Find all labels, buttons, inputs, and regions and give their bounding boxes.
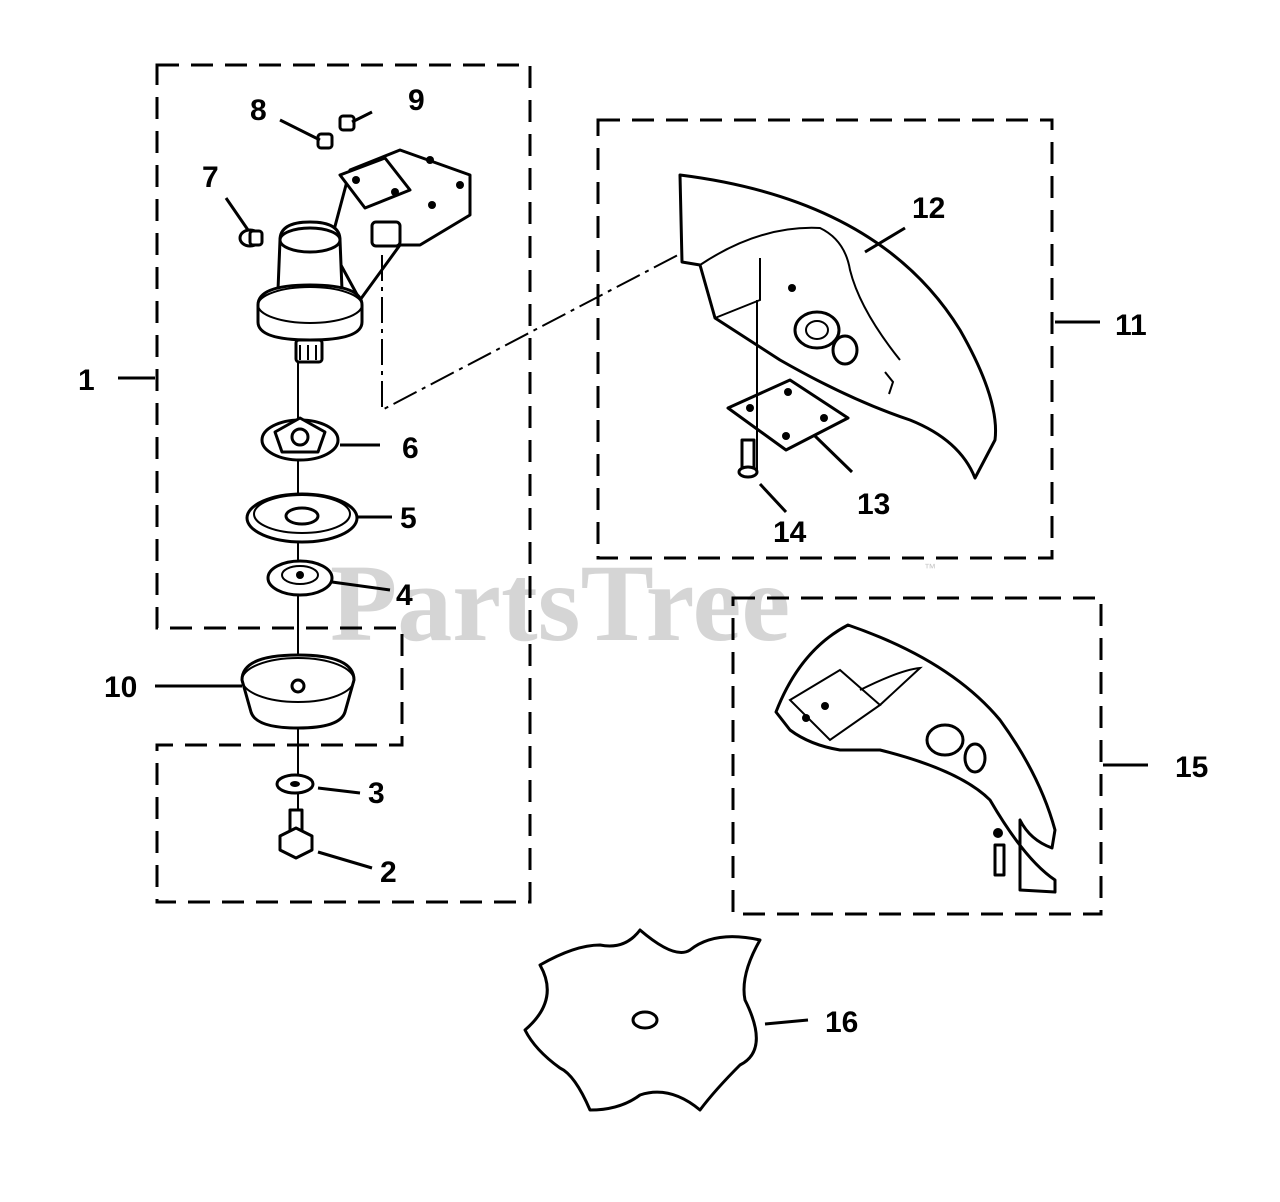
callout-8: 8 — [250, 94, 267, 127]
group-box-1 — [155, 63, 532, 904]
plate-13 — [726, 300, 850, 470]
cap-10 — [240, 653, 356, 730]
callout-14: 14 — [773, 516, 807, 549]
callout-11: 11 — [1115, 309, 1147, 342]
screw-9 — [338, 114, 356, 132]
callout-16: 16 — [825, 1006, 858, 1039]
gear-head-assembly — [256, 148, 472, 364]
callout-10: 10 — [104, 671, 137, 704]
flange-4 — [266, 559, 334, 597]
callout-15: 15 — [1175, 751, 1208, 784]
callout-2: 2 — [380, 856, 397, 889]
watermark: PartsTree — [330, 542, 790, 664]
guard-12 — [678, 173, 998, 480]
alignment-line — [381, 211, 761, 412]
watermark-trademark: ™ — [924, 561, 936, 575]
callout-1: 1 — [78, 364, 95, 397]
callout-3: 3 — [368, 777, 385, 810]
callout-5: 5 — [400, 502, 417, 535]
leader-lines — [118, 110, 1148, 1026]
washer-3 — [275, 773, 315, 795]
callout-13: 13 — [857, 488, 890, 521]
adapter-6 — [260, 416, 340, 462]
callout-7: 7 — [202, 161, 219, 194]
callout-6: 6 — [402, 432, 419, 465]
callout-4: 4 — [396, 579, 413, 612]
group-box-15 — [731, 596, 1103, 916]
screw-8 — [316, 132, 334, 150]
screw-14 — [737, 438, 759, 479]
callout-9: 9 — [408, 84, 425, 117]
plug-7 — [238, 228, 264, 248]
group-box-11 — [596, 118, 1054, 560]
bolt-2 — [278, 808, 314, 860]
blade-16 — [523, 928, 762, 1112]
cup-washer-5 — [245, 492, 359, 544]
guard-15 — [774, 623, 1057, 894]
callout-12: 12 — [912, 192, 945, 225]
